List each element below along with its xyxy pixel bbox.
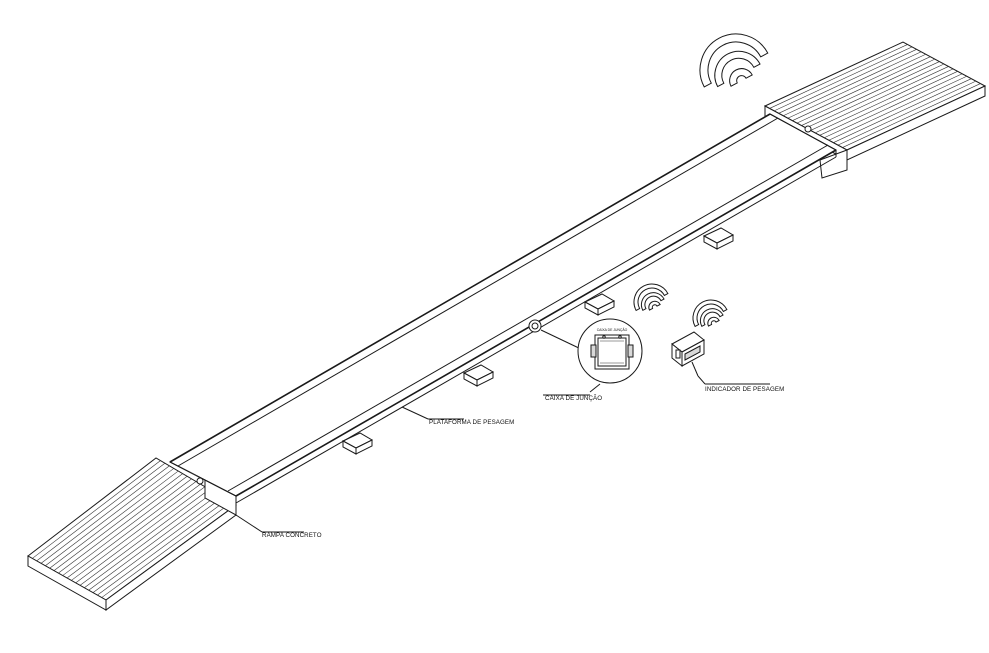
junction-box-detail-label: CAIXA DE JUNÇÃO (597, 327, 628, 332)
ramp-tread-line (79, 489, 210, 586)
ramp-tread-line (783, 51, 922, 117)
wifi-signal-icon (692, 299, 728, 328)
ramp-tread-line (778, 49, 917, 114)
ramp-tread-line (819, 71, 958, 136)
ramp-tread-line (58, 476, 188, 574)
junction-box-marker (528, 319, 584, 351)
ramp-tread-line (837, 80, 977, 146)
left-ramp (27, 457, 237, 611)
ramp-tread-line (84, 491, 214, 589)
ramp-tread-line (814, 68, 954, 134)
weighing-indicator (671, 331, 706, 385)
weighing-platform (168, 113, 838, 504)
support-block (341, 432, 374, 455)
ramp-tread-line (32, 460, 161, 559)
callouts: PLATAFORMA DE PESAGEM CAIXA DE JUNÇÃO IN… (235, 383, 784, 539)
ramp-label: RAMPA CONCRETO (262, 532, 322, 539)
support-block (462, 364, 495, 387)
ramp-tread-line (71, 483, 201, 581)
ramp-tread-line (833, 78, 972, 143)
ramp-tread-line (824, 73, 963, 139)
ramp-tread-line (88, 494, 219, 591)
ramp-tread-line (45, 468, 174, 567)
ramp-tread-line (36, 462, 166, 562)
support-blocks (341, 227, 735, 455)
ramp-tread-line (796, 58, 936, 124)
ramp-tread-line (810, 66, 949, 131)
ramp-tread-line (66, 481, 197, 579)
ramp-tread-line (805, 63, 945, 129)
right-ramp (763, 41, 987, 179)
ramp-tread-line (842, 83, 981, 148)
ramp-tread-line (62, 478, 192, 576)
indicator-label: INDICADOR DE PESAGEM (705, 386, 784, 393)
ramp-tread-line (92, 496, 223, 593)
ramp-tread-line (787, 53, 926, 119)
ramp-tread-line (101, 502, 232, 598)
wifi-signal-icon (633, 283, 669, 312)
junction-box-detail: CAIXA DE JUNÇÃO (577, 318, 643, 393)
support-block (583, 293, 616, 316)
ramp-tread-line (828, 75, 967, 141)
junction-box-label: CAIXA DE JUNÇÃO (545, 395, 602, 402)
platform-label: PLATAFORMA DE PESAGEM (429, 419, 514, 426)
ramp-tread-line (49, 470, 179, 569)
wifi-signal-icon (699, 33, 769, 88)
ramp-tread-line (53, 473, 183, 571)
ramp-tread-line (40, 465, 170, 564)
ramp-tread-line (792, 56, 931, 121)
ramp-tread-line (97, 499, 228, 596)
ramp-tread-line (769, 44, 908, 109)
ramp-tread-line (75, 486, 206, 584)
ramp-tread-line (773, 46, 913, 112)
support-block (702, 227, 735, 250)
ramp-tread-line (801, 61, 940, 126)
